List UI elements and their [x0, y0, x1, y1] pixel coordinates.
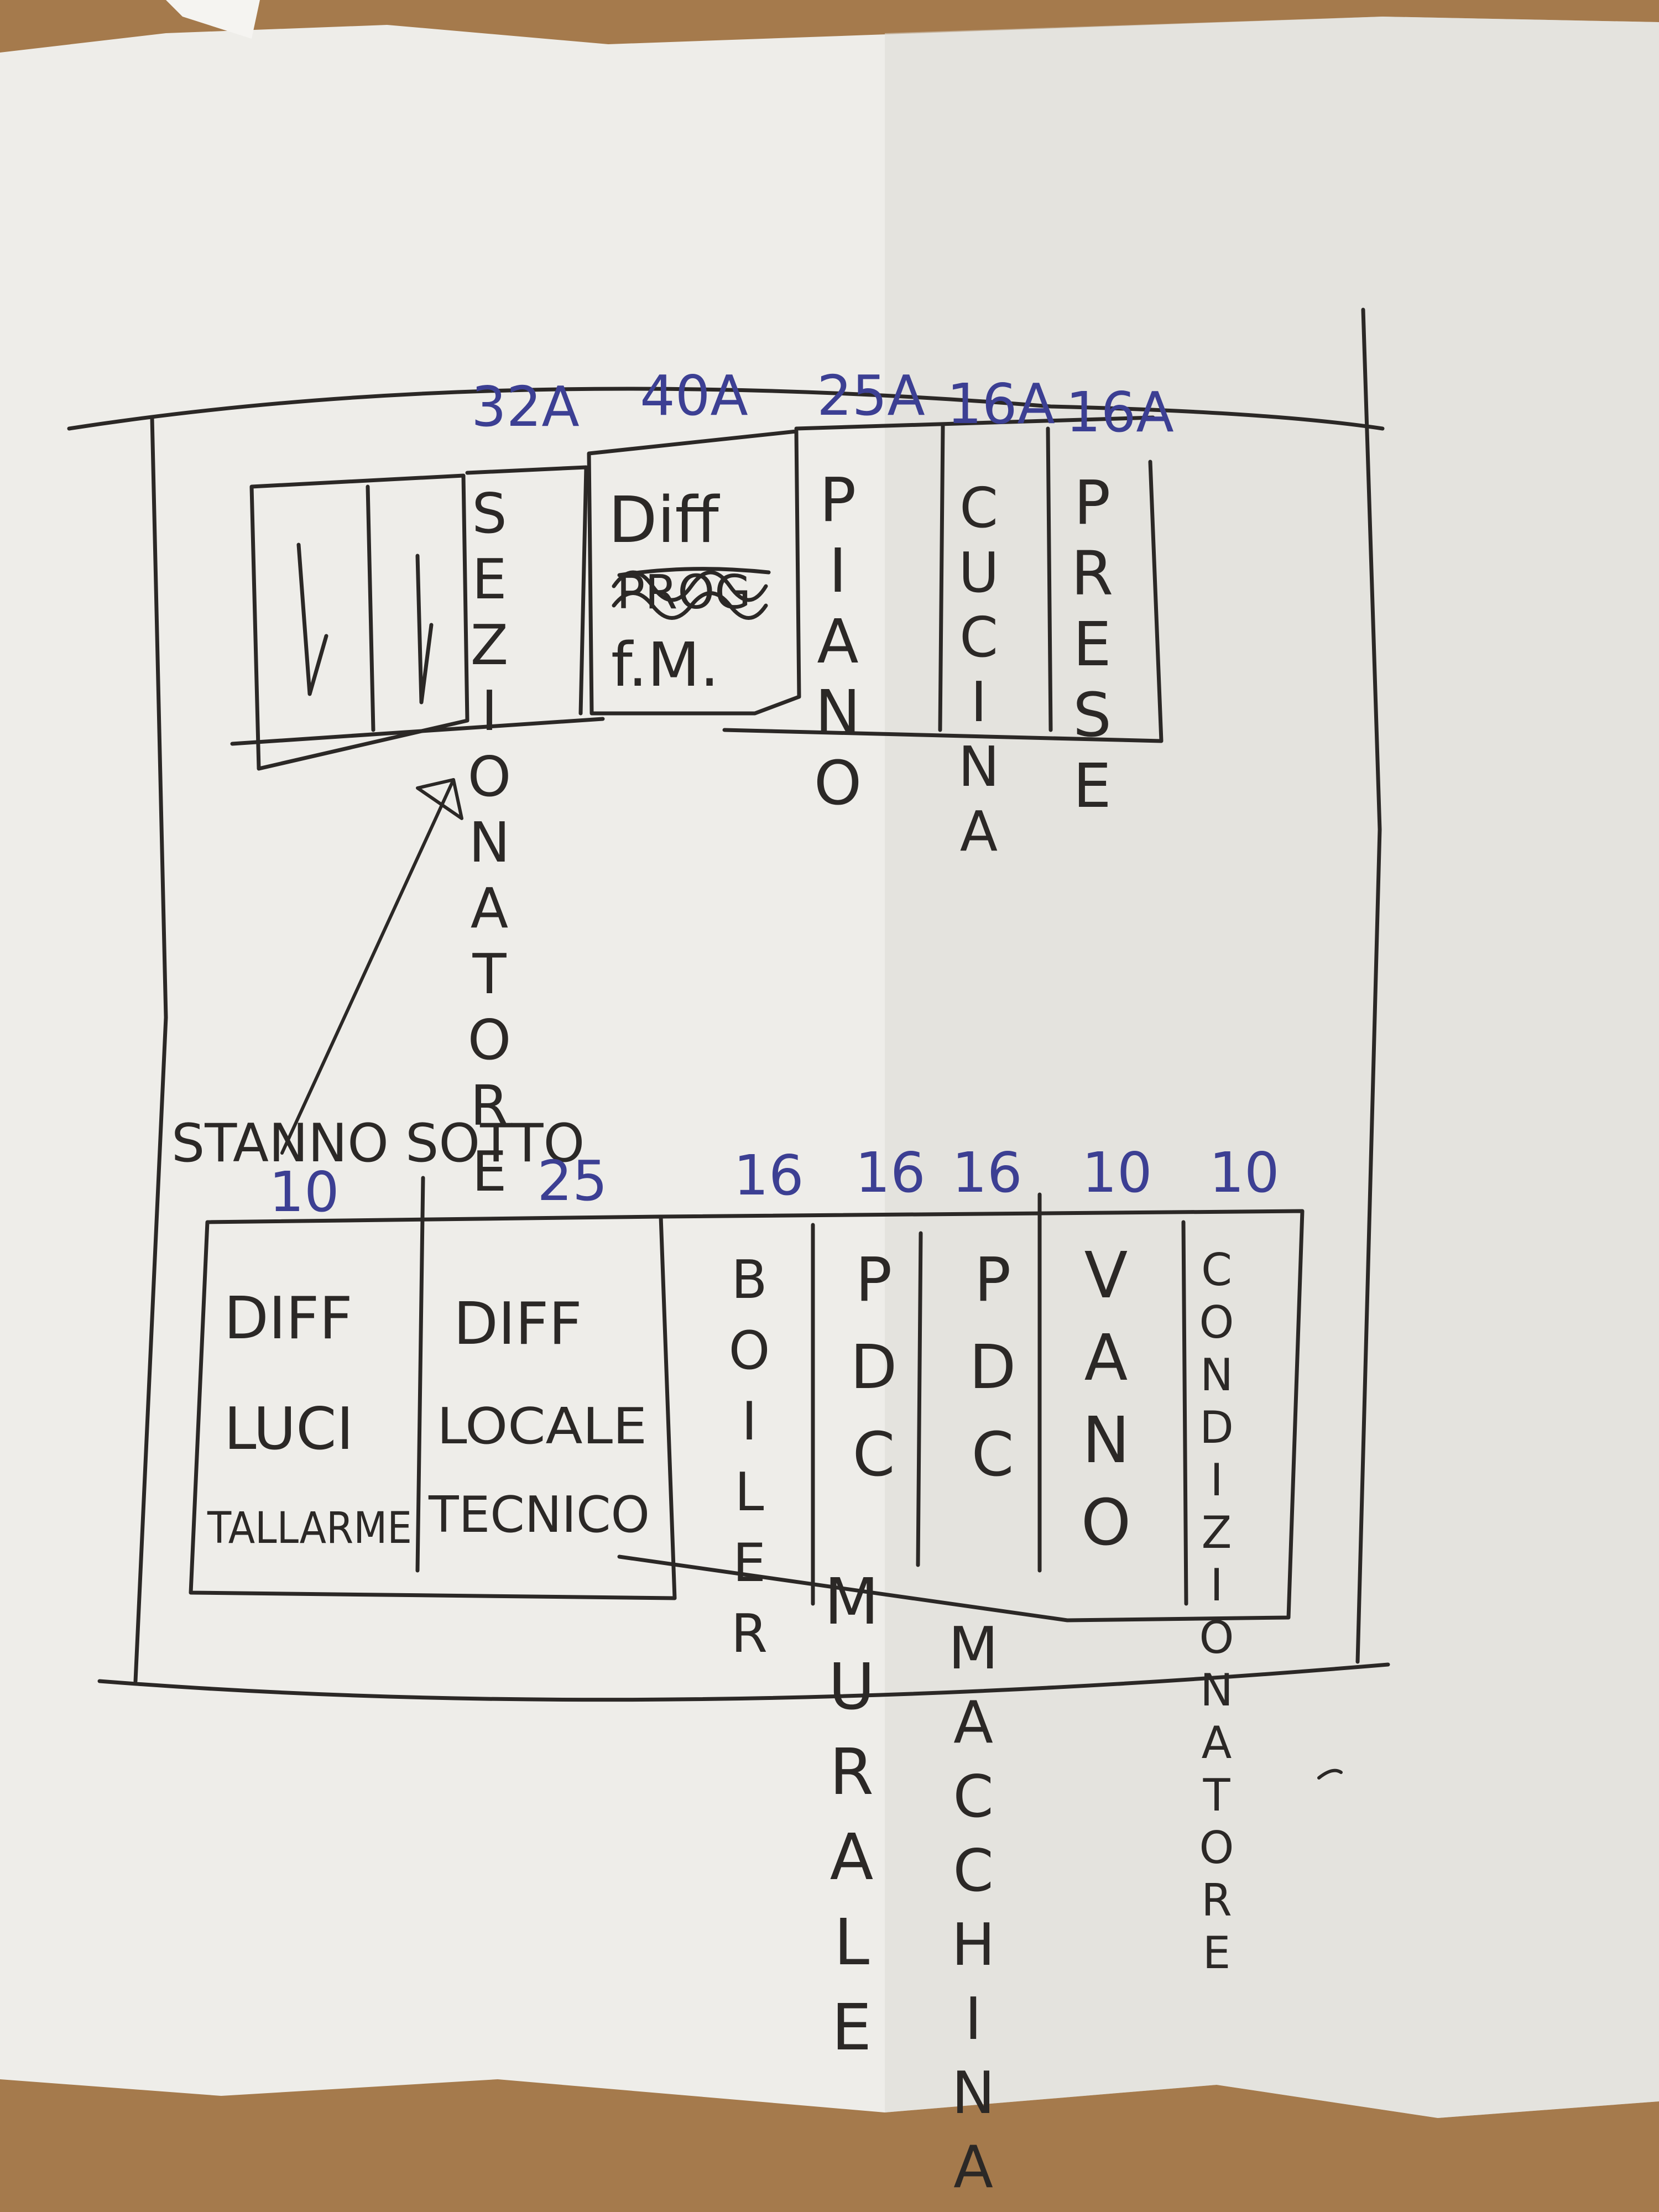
paper-shadow	[885, 17, 1659, 2118]
diff-locale-label-3: TECNICO	[428, 1486, 650, 1544]
top-rating-40A: 40A	[640, 363, 748, 428]
ink-mark	[1317, 1768, 1343, 1780]
top-rating-25A: 25A	[817, 363, 925, 428]
bottom-rating-25-locale: 25	[537, 1149, 607, 1213]
diff-label: Diff	[608, 483, 721, 557]
top-rating-16A-cucina: 16A	[947, 372, 1055, 436]
fm-label: f.M.	[611, 629, 719, 700]
pdc-macchina-label-2: MACCHINA	[940, 1615, 1007, 2208]
cucina-label: CUCINA	[947, 476, 1011, 864]
condizionatore-label: CONDIZIONATORE	[1191, 1244, 1243, 1980]
piano-label: PIANO	[802, 465, 873, 818]
bottom-din-row: 10 25 16 16 16 10 10 DIFF LUCI TALLARME …	[189, 1140, 1305, 2208]
pdc-murale-label-1: PDC	[838, 1244, 909, 1506]
diff-locale-label-2: LOCALE	[437, 1397, 647, 1455]
top-rating-16A-prese: 16A	[1066, 380, 1174, 445]
bottom-rating-16-pdc-macchina: 16	[952, 1140, 1022, 1205]
bottom-rating-10-luci: 10	[269, 1160, 339, 1224]
paper-corner	[166, 0, 260, 39]
prese-label: PRESE	[1057, 467, 1128, 821]
diff-luci-label-3: TALLARME	[207, 1504, 412, 1553]
diff-luci-label-2: LUCI	[224, 1395, 353, 1463]
panel-frame	[67, 307, 1390, 1702]
diff-luci-label-1: DIFF	[224, 1285, 353, 1352]
bottom-rating-16-pdc-murale: 16	[855, 1140, 925, 1205]
diff-locale-label-1: DIFF	[453, 1290, 582, 1358]
crossed-out-scribble	[612, 570, 768, 620]
sezionatore-label: SEZIONATORE	[457, 481, 522, 1205]
pdc-macchina-label-1: PDC	[957, 1244, 1028, 1506]
top-din-row: 32A 40A 25A 16A 16A SEZIONATORE Diff PRO…	[230, 363, 1174, 1205]
top-rating-32A: 32A	[471, 374, 580, 439]
vano-label: VANO	[1069, 1239, 1143, 1568]
bottom-rating-16-boiler: 16	[733, 1143, 804, 1208]
pdc-murale-label-2: MURALE	[815, 1565, 889, 2076]
bottom-rating-10-vano: 10	[1082, 1140, 1152, 1205]
arrow-to-sezionatore	[280, 778, 463, 1155]
stanno-sotto-note: STANNO SOTTO	[171, 1113, 585, 1174]
boiler-label: BOILER	[719, 1250, 780, 1674]
bottom-rating-10-condizionatore: 10	[1209, 1140, 1279, 1205]
